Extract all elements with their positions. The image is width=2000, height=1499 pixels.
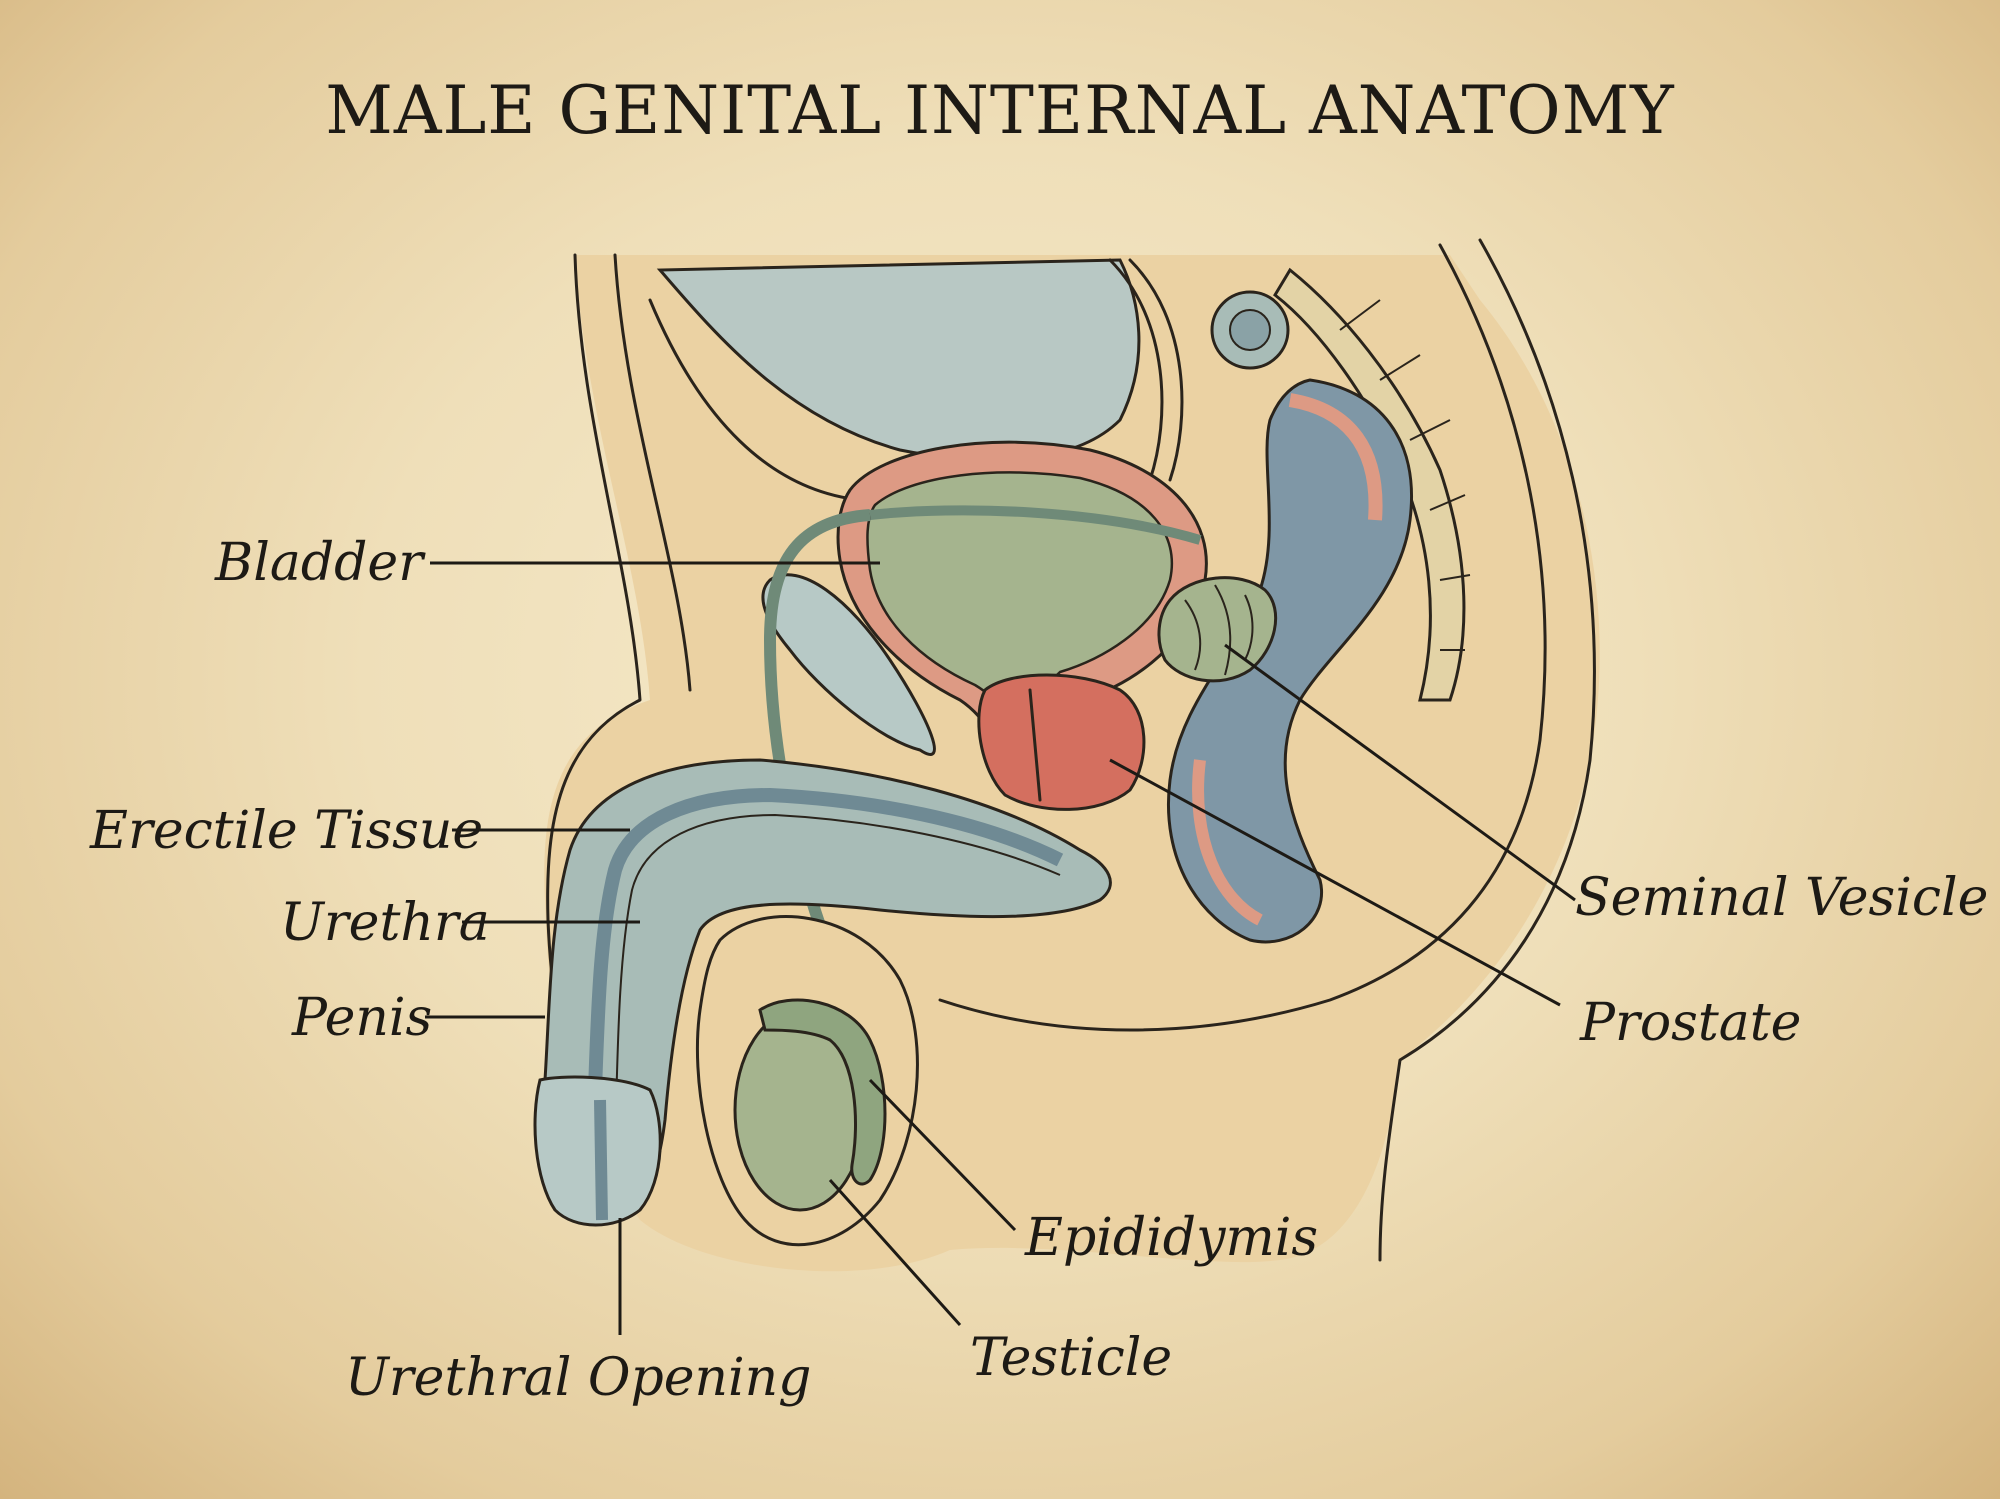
leader-lines [425,561,1576,1335]
label-bladder: Bladder [214,533,426,593]
page-title: MALE GENITAL INTERNAL ANATOMY [325,72,1675,149]
prostate [977,673,1146,811]
epididymis [758,998,887,1186]
pubic-bone [761,573,936,756]
label-epididymis: Epididymis [1024,1208,1318,1268]
label-urethral-opening: Urethral Opening [345,1348,811,1408]
label-seminal-vesicle: Seminal Vesicle [1575,868,1988,928]
label-testicle: Testicle [970,1328,1172,1388]
label-penis: Penis [291,988,432,1048]
label-prostate: Prostate [1579,993,1801,1053]
label-erectile-tissue: Erectile Tissue [89,801,483,861]
rectum [1167,378,1413,944]
label-urethra: Urethra [280,893,490,953]
